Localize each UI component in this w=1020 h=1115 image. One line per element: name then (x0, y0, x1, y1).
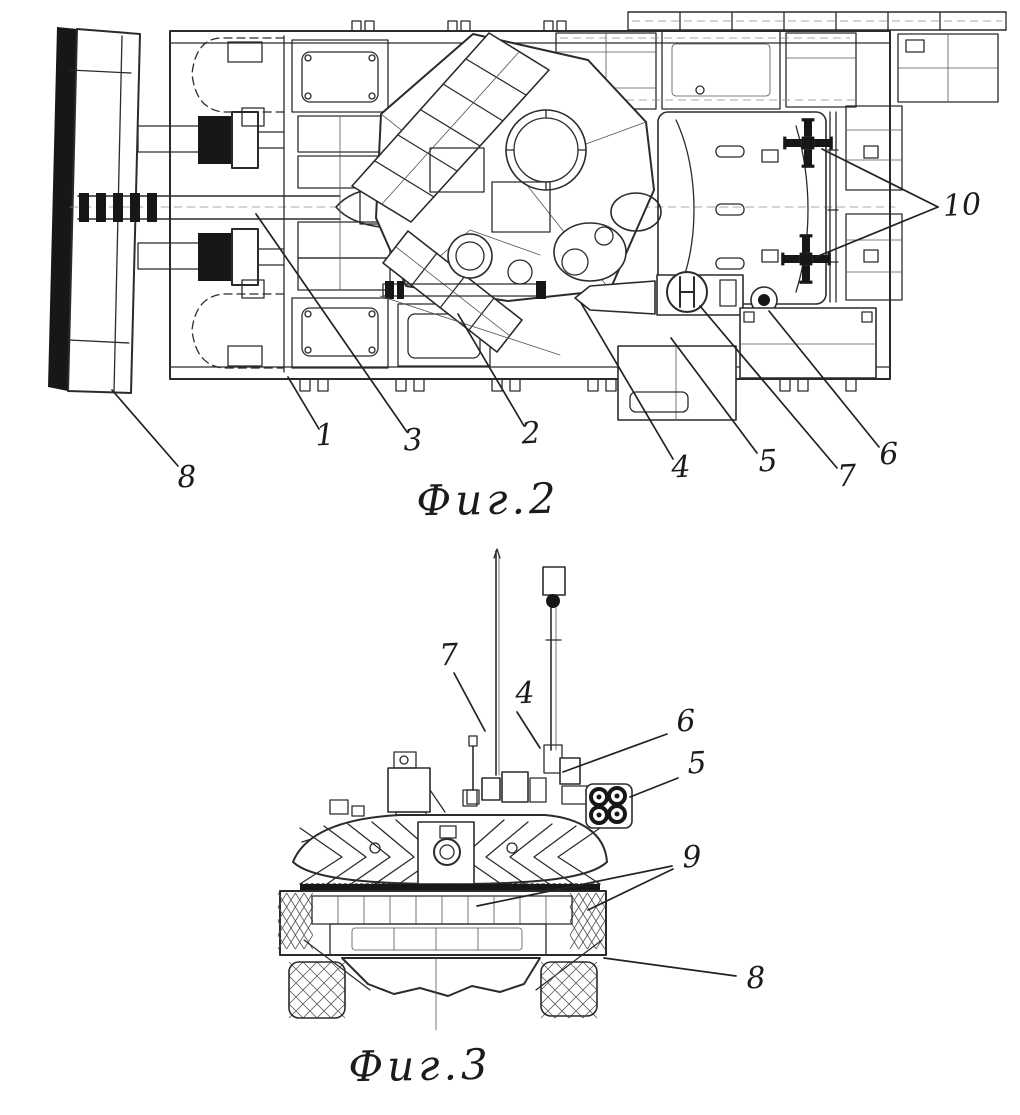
era-band-upper (352, 33, 549, 222)
gunner-hatch (448, 223, 626, 284)
fig2-callout-3: 3 (402, 422, 424, 459)
hull-outline (170, 21, 890, 391)
fig3-leader-lines (454, 673, 736, 976)
fig3-caption: Фиг.3 (347, 1039, 493, 1092)
rear-top-rail (628, 12, 1006, 102)
fig2-top-view (48, 12, 1006, 468)
fig2-callout-1: 1 (314, 417, 336, 454)
mast-antenna (494, 549, 500, 775)
dozer-blade (48, 27, 140, 393)
front-hull-compartments (242, 40, 490, 368)
fig2-callout-8: 8 (176, 459, 198, 496)
rear-equipment (575, 272, 876, 420)
stub-antenna (467, 736, 479, 804)
rear-deck (658, 106, 902, 304)
fig2-callout-7: 7 (836, 458, 858, 495)
antenna-cross-device-2 (781, 234, 831, 284)
mantlet-box (418, 822, 474, 884)
fig2-callout-6: 6 (878, 436, 900, 473)
fig2-callout-4: 4 (670, 449, 692, 486)
fig2-caption: Фиг.2 (415, 473, 561, 526)
fig3-callout-7: 7 (438, 637, 460, 674)
fig2-callout-2: 2 (520, 415, 542, 452)
turret-front-view (293, 815, 607, 886)
push-beams (138, 112, 284, 285)
fig3-callout-8: 8 (745, 960, 767, 997)
turret-top-view (352, 33, 661, 355)
fig3-callout-4: 4 (514, 675, 536, 712)
device-6-box (560, 758, 580, 784)
fig3-callout-9: 9 (681, 839, 703, 876)
smoke-grenade-launcher (586, 784, 632, 828)
front-fenders (192, 38, 284, 368)
era-band-lower (383, 231, 522, 352)
fig3-callout-5: 5 (686, 745, 708, 782)
light-pole (543, 567, 565, 773)
bottom-shield (342, 958, 540, 996)
fig3-front-view (277, 549, 736, 1030)
fig2-callout-10: 10 (941, 187, 982, 224)
track-left (289, 962, 345, 1018)
fig2-callout-5: 5 (757, 443, 779, 480)
hull-front-view (277, 884, 606, 1030)
track-right (541, 962, 597, 1019)
fig2-leader-lines (112, 149, 938, 468)
commander-hatch (506, 110, 586, 190)
side-skirts (312, 896, 572, 955)
fig3-callout-6: 6 (675, 703, 697, 740)
